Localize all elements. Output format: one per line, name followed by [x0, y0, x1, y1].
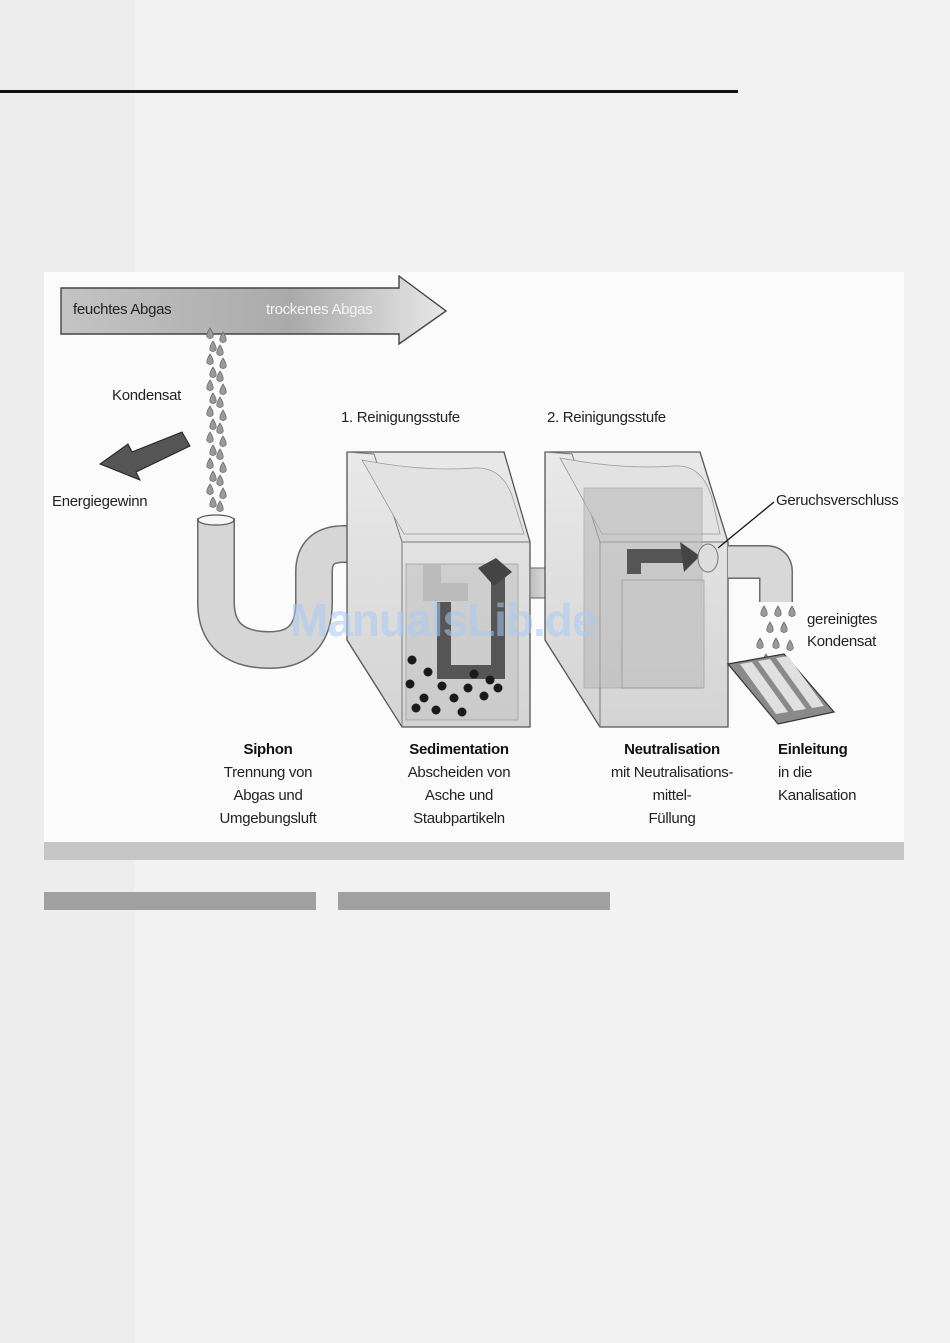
drop	[219, 461, 227, 473]
flue-gas-arrow	[60, 274, 448, 346]
ash-particle	[485, 675, 495, 685]
drop	[209, 392, 217, 404]
cleaned-condensate-label-line2: Kondensat	[807, 633, 877, 650]
step-line: Staubpartikeln	[413, 810, 505, 827]
drop	[206, 379, 214, 391]
drop	[206, 431, 214, 443]
condensate-drops	[206, 327, 796, 669]
drop	[209, 496, 217, 508]
step-title: Siphon	[243, 741, 293, 758]
ash-particle	[437, 681, 447, 691]
drop	[219, 487, 227, 499]
drain-grate	[726, 653, 836, 725]
step-line: Umgebungsluft	[219, 810, 317, 827]
ash-particle	[463, 683, 473, 693]
drop	[216, 344, 224, 356]
ash-particle	[449, 693, 459, 703]
ash-particle	[431, 705, 441, 715]
step-line: Abscheiden von	[407, 764, 511, 781]
drop	[219, 409, 227, 421]
energy-gain-arrow	[98, 431, 191, 481]
stage1-container	[346, 451, 531, 728]
ash-particle	[419, 693, 429, 703]
step-siphon: Siphon Trennung von Abgas und Umgebungsl…	[194, 738, 342, 830]
drop	[206, 483, 214, 495]
step-line: in die	[778, 764, 813, 781]
drop	[219, 357, 227, 369]
drop	[780, 621, 788, 633]
siphon-pipe	[197, 514, 384, 670]
drop	[206, 457, 214, 469]
step-line: Asche und	[424, 787, 494, 804]
energy-gain-label: Energiegewinn	[52, 493, 148, 510]
drop	[216, 474, 224, 486]
ash-particle	[479, 691, 489, 701]
ash-particle	[423, 667, 433, 677]
step-line: Trennung von	[223, 764, 313, 781]
drop	[209, 444, 217, 456]
step-line: Füllung	[648, 810, 696, 827]
drop	[209, 418, 217, 430]
drop	[788, 605, 796, 617]
drop	[219, 331, 227, 343]
ash-particle	[407, 655, 417, 665]
drop	[772, 637, 780, 649]
stage1-label: 1. Reinigungsstufe	[341, 409, 460, 426]
step-sedimentation: Sedimentation Abscheiden von Asche und S…	[384, 738, 534, 830]
drop	[216, 448, 224, 460]
step-title: Einleitung	[778, 741, 848, 758]
dry-flue-gas-label: trockenes Abgas	[266, 301, 373, 318]
stage2-label: 2. Reinigungsstufe	[547, 409, 666, 426]
drop	[209, 366, 217, 378]
drop	[216, 370, 224, 382]
ash-particle	[469, 669, 479, 679]
drop	[786, 639, 794, 651]
drop	[219, 383, 227, 395]
ash-particle	[411, 703, 421, 713]
drop	[206, 405, 214, 417]
drop	[206, 353, 214, 365]
drop	[766, 621, 774, 633]
column-header-bar-left	[44, 892, 316, 910]
step-title: Neutralisation	[624, 741, 720, 758]
drop	[219, 435, 227, 447]
odor-trap-leader	[717, 501, 775, 549]
drop	[206, 327, 214, 339]
drop	[209, 470, 217, 482]
drop	[756, 637, 764, 649]
stage2-container	[544, 451, 729, 728]
outlet-pipe	[728, 545, 793, 602]
odor-trap-label: Geruchsverschluss	[776, 492, 899, 509]
ash-particle	[405, 679, 415, 689]
drop	[216, 500, 224, 512]
ash-particle	[493, 683, 503, 693]
drop	[760, 605, 768, 617]
ash-particle	[457, 707, 467, 717]
drop	[774, 605, 782, 617]
drop	[216, 396, 224, 408]
step-einleitung: Einleitung in die Kanalisation	[778, 738, 888, 807]
step-title: Sedimentation	[409, 741, 509, 758]
column-header-bar-right	[338, 892, 610, 910]
step-line: Abgas und	[233, 787, 303, 804]
drop	[209, 340, 217, 352]
header-rule	[0, 90, 738, 93]
watermark: ManualsLib.de	[290, 594, 597, 646]
step-line: mittel-	[652, 787, 692, 804]
condensate-label: Kondensat	[112, 387, 182, 404]
step-line: mit Neutralisations-	[610, 764, 734, 781]
moist-flue-gas-label: feuchtes Abgas	[73, 301, 172, 318]
cleaned-condensate-label-line1: gereinigtes	[807, 611, 878, 628]
diagram-illustration	[60, 274, 836, 728]
step-line: Kanalisation	[778, 787, 857, 804]
figure-caption-bar	[44, 842, 904, 860]
condensate-treatment-figure: feuchtes Abgas trockenes Abgas Kondensat…	[44, 272, 904, 860]
drop	[216, 422, 224, 434]
step-neutralisation: Neutralisation mit Neutralisations- mitt…	[596, 738, 748, 830]
